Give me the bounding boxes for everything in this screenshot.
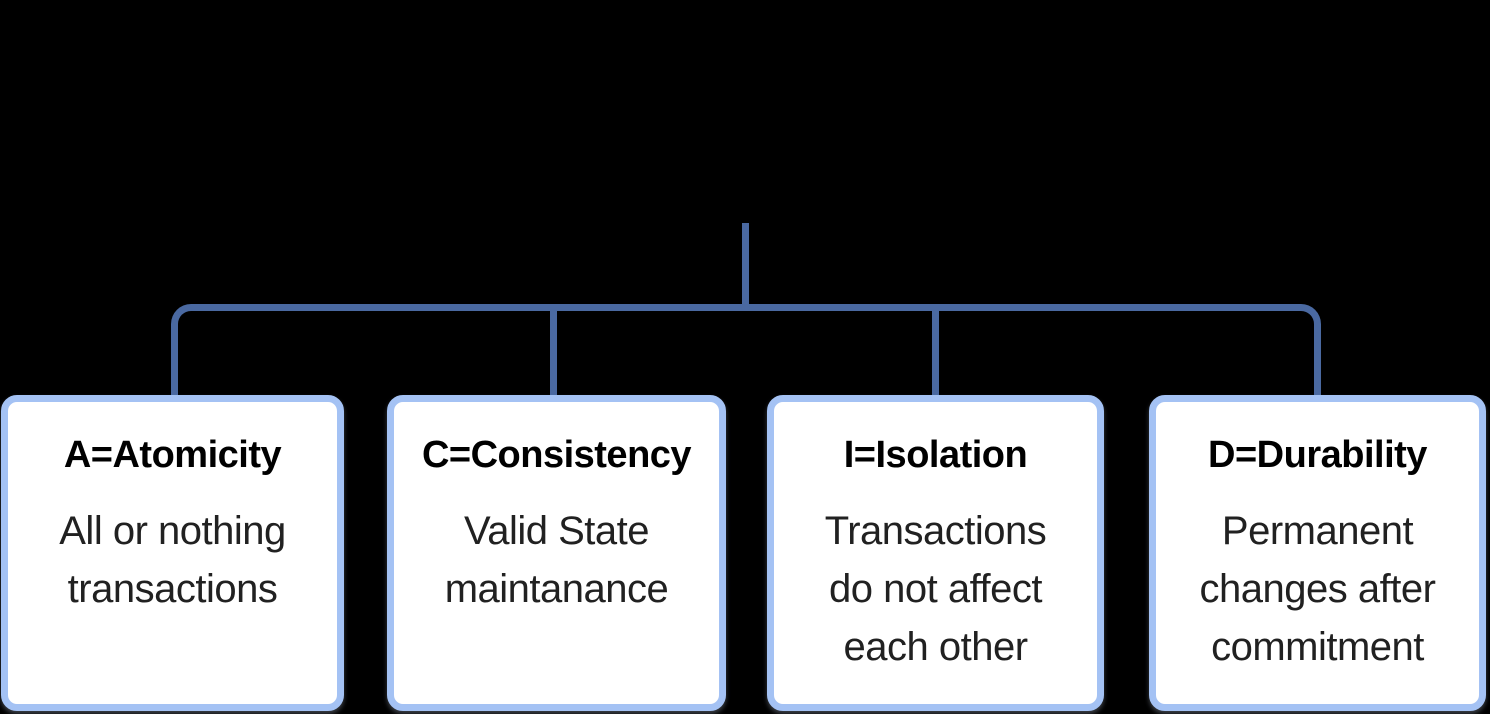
connector-bracket <box>171 304 1321 395</box>
node-atomicity-body: All or nothing transactions <box>59 509 286 611</box>
node-durability-title: D=Durability <box>1208 434 1427 476</box>
node-isolation-body: Transactions do not affect each other <box>824 509 1047 669</box>
node-durability: D=Durability Permanent changes after com… <box>1149 395 1486 711</box>
connector-drop-consistency <box>550 309 557 395</box>
connector-root-stub <box>742 223 749 306</box>
node-isolation: I=Isolation Transactions do not affect e… <box>767 395 1104 711</box>
node-consistency-body: Valid State maintanance <box>444 509 669 611</box>
node-atomicity: A=Atomicity All or nothing transactions <box>1 395 344 711</box>
node-consistency-title: C=Consistency <box>421 434 692 476</box>
connector-drop-isolation <box>932 309 939 395</box>
node-isolation-title: I=Isolation <box>843 434 1028 476</box>
node-durability-body: Permanent changes after commitment <box>1199 509 1436 669</box>
node-atomicity-title: A=Atomicity <box>63 434 282 476</box>
node-consistency: C=Consistency Valid State maintanance <box>387 395 726 711</box>
